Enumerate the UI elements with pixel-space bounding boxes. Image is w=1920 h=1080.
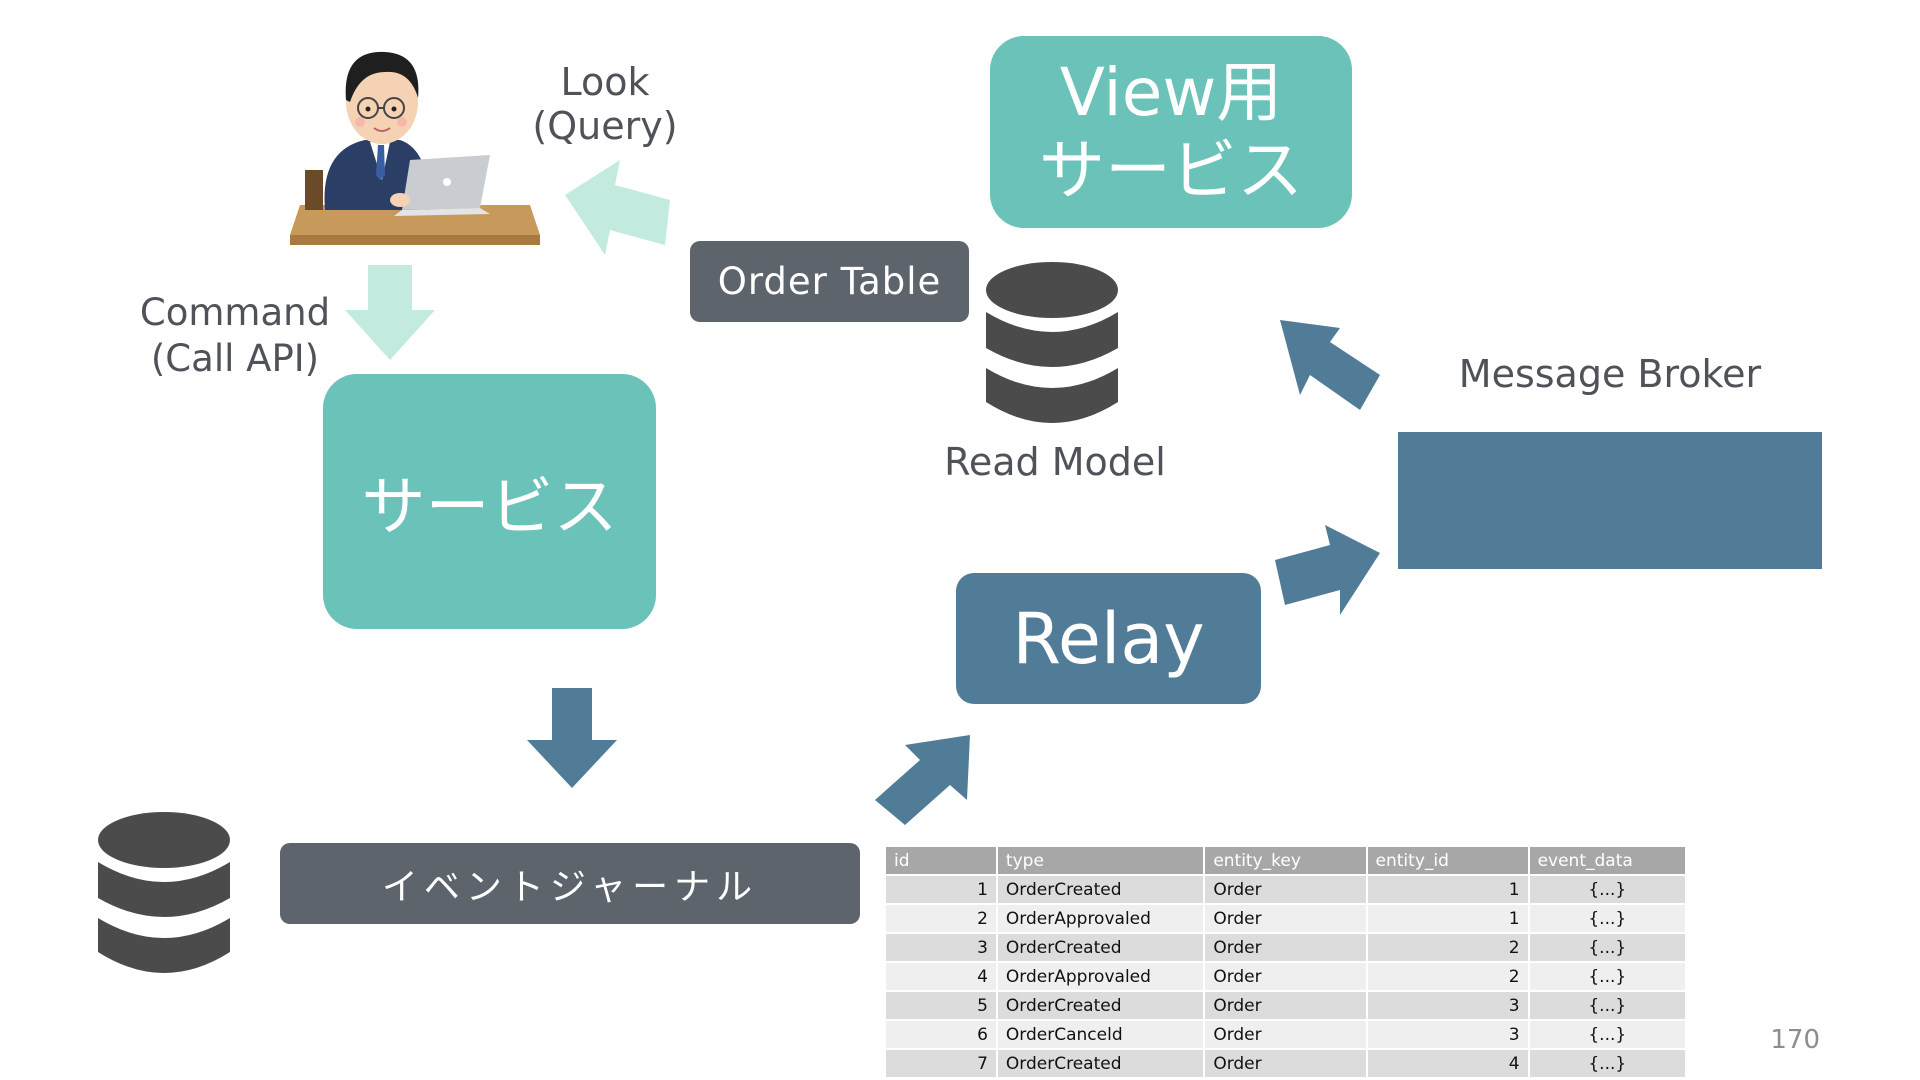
- cell-entity-key: Order: [1204, 990, 1368, 1020]
- event-store-database-icon: [97, 810, 232, 986]
- cell-type: OrderCanceld: [996, 1019, 1206, 1049]
- table-row: 1 OrderCreated Order 1 {...}: [886, 874, 1688, 904]
- service-box: サービス: [323, 374, 656, 629]
- cell-entity-id: 3: [1366, 1019, 1530, 1049]
- cell-id: 7: [886, 1048, 998, 1077]
- message-broker-box: [1398, 432, 1822, 569]
- header-event-data: event_data: [1528, 847, 1688, 875]
- read-model-database-icon: [985, 260, 1120, 436]
- cell-type: OrderCreated: [996, 1048, 1206, 1077]
- cell-entity-key: Order: [1204, 1048, 1368, 1077]
- table-row: 6 OrderCanceld Order 3 {...}: [886, 1019, 1688, 1049]
- cell-type: OrderCreated: [996, 874, 1206, 904]
- cell-event-data: {...}: [1528, 932, 1688, 962]
- cell-event-data: {...}: [1528, 874, 1688, 904]
- cell-type: OrderApprovaled: [996, 961, 1206, 991]
- message-broker-label: Message Broker: [1458, 352, 1762, 396]
- table-row: 3 OrderCreated Order 2 {...}: [886, 932, 1688, 962]
- header-id: id: [886, 847, 998, 875]
- view-service-line2: サービス: [1039, 132, 1303, 209]
- cell-id: 3: [886, 932, 998, 962]
- cell-entity-id: 4: [1366, 1048, 1530, 1077]
- cell-entity-key: Order: [1204, 961, 1368, 991]
- look-query-arrow: [565, 160, 675, 260]
- command-label-line2: (Call API): [150, 337, 320, 380]
- read-model-label: Read Model: [944, 440, 1166, 484]
- view-service-line1: View用: [1059, 54, 1283, 131]
- cell-entity-id: 2: [1366, 961, 1530, 991]
- table-row: 2 OrderApprovaled Order 1 {...}: [886, 903, 1688, 933]
- cell-event-data: {...}: [1528, 903, 1688, 933]
- cell-entity-key: Order: [1204, 874, 1368, 904]
- broker-to-view-arrow: [1280, 320, 1385, 415]
- cell-id: 5: [886, 990, 998, 1020]
- event-journal-table: id type entity_key entity_id event_data …: [886, 847, 1688, 1077]
- user-at-laptop-illustration: [290, 30, 550, 254]
- relay-box: Relay: [956, 573, 1261, 704]
- table-row: 7 OrderCreated Order 4 {...}: [886, 1048, 1688, 1077]
- view-service-box: View用 サービス: [990, 36, 1352, 228]
- cell-type: OrderApprovaled: [996, 903, 1206, 933]
- cell-entity-id: 1: [1366, 874, 1530, 904]
- header-entity-id: entity_id: [1366, 847, 1530, 875]
- look-label-line2: (Query): [532, 104, 678, 148]
- page-number: 170: [1770, 1025, 1820, 1055]
- header-type: type: [996, 847, 1206, 875]
- order-table-box: Order Table: [690, 241, 969, 322]
- cell-id: 6: [886, 1019, 998, 1049]
- cell-entity-id: 2: [1366, 932, 1530, 962]
- cell-event-data: {...}: [1528, 1048, 1688, 1077]
- service-to-journal-arrow: [522, 688, 622, 793]
- look-query-label: Look (Query): [530, 60, 680, 148]
- command-arrow: [340, 265, 440, 365]
- table-header-row: id type entity_key entity_id event_data: [886, 847, 1688, 875]
- cell-entity-key: Order: [1204, 1019, 1368, 1049]
- cell-id: 2: [886, 903, 998, 933]
- event-journal-box: イベントジャーナル: [280, 843, 860, 924]
- look-label-line1: Look: [560, 60, 650, 104]
- cell-event-data: {...}: [1528, 1019, 1688, 1049]
- cell-type: OrderCreated: [996, 990, 1206, 1020]
- relay-to-broker-arrow: [1275, 525, 1385, 620]
- cell-event-data: {...}: [1528, 990, 1688, 1020]
- table-row: 4 OrderApprovaled Order 2 {...}: [886, 961, 1688, 991]
- header-entity-key: entity_key: [1204, 847, 1368, 875]
- cell-id: 4: [886, 961, 998, 991]
- cell-event-data: {...}: [1528, 961, 1688, 991]
- command-label: Command (Call API): [130, 290, 340, 382]
- cell-entity-key: Order: [1204, 932, 1368, 962]
- cell-type: OrderCreated: [996, 932, 1206, 962]
- cell-entity-id: 3: [1366, 990, 1530, 1020]
- cell-entity-id: 1: [1366, 903, 1530, 933]
- journal-to-relay-arrow: [875, 735, 975, 830]
- table-row: 5 OrderCreated Order 3 {...}: [886, 990, 1688, 1020]
- command-label-line1: Command: [139, 291, 331, 334]
- cell-id: 1: [886, 874, 998, 904]
- cell-entity-key: Order: [1204, 903, 1368, 933]
